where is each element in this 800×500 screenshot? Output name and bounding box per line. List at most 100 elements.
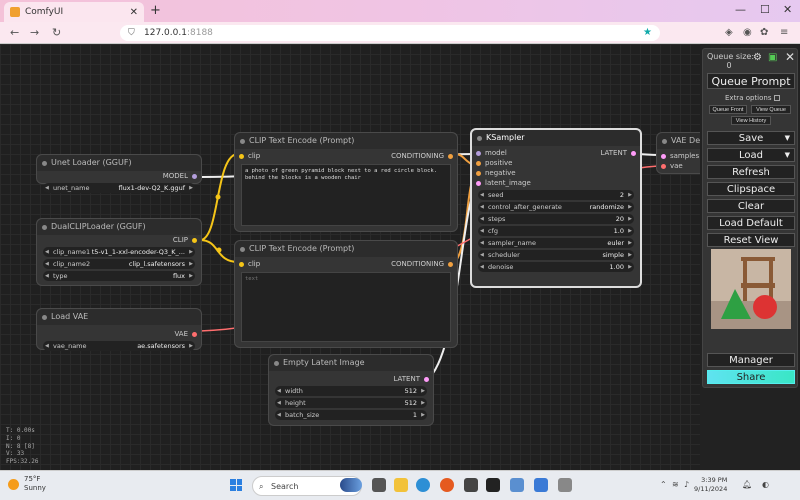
output-clip[interactable]: CLIP (173, 235, 197, 245)
queue-front-button[interactable]: Queue Front (709, 105, 747, 114)
clipspace-button[interactable]: Clipspace (707, 182, 795, 196)
widget-landscape-icon[interactable] (340, 478, 362, 492)
firefox-icon[interactable] (440, 478, 454, 492)
terminal-icon[interactable] (486, 478, 500, 492)
view-queue-button[interactable]: View Queue (751, 105, 791, 114)
load-default-button[interactable]: Load Default (707, 216, 795, 230)
reset-view-button[interactable]: Reset View (707, 233, 795, 247)
bookmark-star-icon[interactable]: ★ (643, 27, 652, 38)
close-tab-icon[interactable]: ✕ (129, 6, 138, 18)
chevron-down-icon[interactable]: ▼ (784, 151, 790, 159)
app-icon[interactable] (534, 478, 548, 492)
app-icon[interactable] (464, 478, 478, 492)
output-latent[interactable]: LATENT (600, 148, 636, 158)
menu-icon[interactable]: ≡ (780, 27, 789, 38)
node-ksampler[interactable]: KSampler model LATENT positive negative … (470, 128, 642, 288)
edge-icon[interactable] (416, 478, 430, 492)
widget-vae-name[interactable]: vae_name ae.safetensors (43, 341, 195, 351)
refresh-button[interactable]: Refresh (707, 165, 795, 179)
taskbar-search[interactable]: ⌕ Search (252, 476, 362, 496)
prompt-textarea[interactable]: text (241, 272, 451, 342)
chevron-up-icon[interactable]: ⌃ (660, 480, 667, 489)
reload-icon[interactable]: ↻ (52, 26, 62, 39)
share-button[interactable]: Share (707, 370, 795, 384)
close-window-icon[interactable]: ✕ (783, 3, 793, 16)
system-clock[interactable]: 3:39 PM 9/11/2024 (694, 476, 727, 494)
extra-options[interactable]: Extra options (725, 94, 781, 102)
output-conditioning[interactable]: CONDITIONING (391, 151, 453, 161)
forward-icon[interactable]: → (30, 26, 40, 39)
node-vae-decode[interactable]: VAE Dec samples vae (656, 132, 700, 174)
weather-widget[interactable]: 75°F Sunny (8, 475, 46, 493)
volume-icon[interactable]: ♪ (684, 480, 690, 489)
node-clip-text-encode-negative[interactable]: CLIP Text Encode (Prompt) clip CONDITION… (234, 240, 458, 348)
prompt-textarea[interactable]: a photo of green pyramid block next to a… (241, 164, 451, 226)
input-clip[interactable]: clip (239, 151, 260, 161)
node-unet-loader[interactable]: Unet Loader (GGUF) MODEL unet_nameflux1-… (36, 154, 202, 193)
back-icon[interactable]: ← (10, 26, 20, 39)
manager-button[interactable]: Manager (707, 353, 795, 367)
wifi-icon[interactable]: ≋ (672, 480, 679, 489)
minimize-icon[interactable]: — (735, 3, 746, 16)
input-vae[interactable]: vae (661, 161, 683, 171)
close-icon[interactable]: ✕ (785, 50, 796, 64)
input-samples[interactable]: samples (661, 151, 699, 161)
file-explorer-icon[interactable] (394, 478, 408, 492)
calculator-icon[interactable] (558, 478, 572, 492)
output-model[interactable]: MODEL (163, 171, 197, 181)
browser-tab[interactable]: ComfyUI ✕ (4, 2, 144, 22)
input-positive[interactable]: positive (476, 158, 512, 168)
view-history-button[interactable]: View History (731, 116, 771, 125)
task-view-icon[interactable] (372, 478, 386, 492)
load-button[interactable]: Load▼ (707, 148, 795, 162)
input-negative[interactable]: negative (476, 168, 516, 178)
output-preview-image[interactable] (711, 249, 791, 329)
image-icon[interactable]: ▣ (768, 52, 778, 63)
copilot-icon[interactable]: ◐ (762, 480, 769, 489)
queue-prompt-button[interactable]: Queue Prompt (707, 73, 795, 89)
node-graph-canvas[interactable]: Unet Loader (GGUF) MODEL unet_nameflux1-… (0, 44, 700, 470)
extension-icon[interactable]: ◉ (743, 27, 752, 38)
input-model[interactable]: model (476, 148, 507, 158)
input-clip[interactable]: clip (239, 259, 260, 269)
pocket-icon[interactable]: ◈ (725, 27, 733, 38)
queue-size-value: 0 (726, 60, 732, 70)
address-bar[interactable]: ⛉ 127.0.0.1:8188 ★ (120, 25, 660, 41)
node-clip-text-encode-positive[interactable]: CLIP Text Encode (Prompt) clip CONDITION… (234, 132, 458, 232)
widget-value: ae.safetensors (137, 342, 185, 350)
node-dualclip-loader[interactable]: DualCLIPLoader (GGUF) CLIP clip_name1t5-… (36, 218, 202, 286)
output-latent[interactable]: LATENT (393, 374, 429, 384)
save-button[interactable]: Save▼ (707, 131, 795, 145)
clock-date: 9/11/2024 (694, 485, 728, 494)
widget-label: vae_name (53, 342, 87, 350)
extra-options-checkbox[interactable] (774, 95, 781, 101)
windows-start-icon[interactable] (230, 479, 242, 491)
gear-icon[interactable]: ⚙ (753, 52, 762, 63)
input-latent-image[interactable]: latent_image (476, 178, 531, 188)
maximize-icon[interactable]: ☐ (760, 3, 770, 16)
widget-clip-name1[interactable]: clip_name1t5-v1_1-xxl-encoder-Q3_K_... (43, 247, 195, 257)
clear-button[interactable]: Clear (707, 199, 795, 213)
new-tab-icon[interactable]: + (150, 3, 161, 18)
photos-icon[interactable] (510, 478, 524, 492)
output-vae[interactable]: VAE (174, 329, 197, 339)
extensions-puzzle-icon[interactable]: ✿ (760, 27, 769, 38)
bell-icon[interactable]: 🔔︎ (742, 480, 753, 489)
output-conditioning[interactable]: CONDITIONING (391, 259, 453, 269)
chevron-down-icon[interactable]: ▼ (784, 134, 790, 142)
